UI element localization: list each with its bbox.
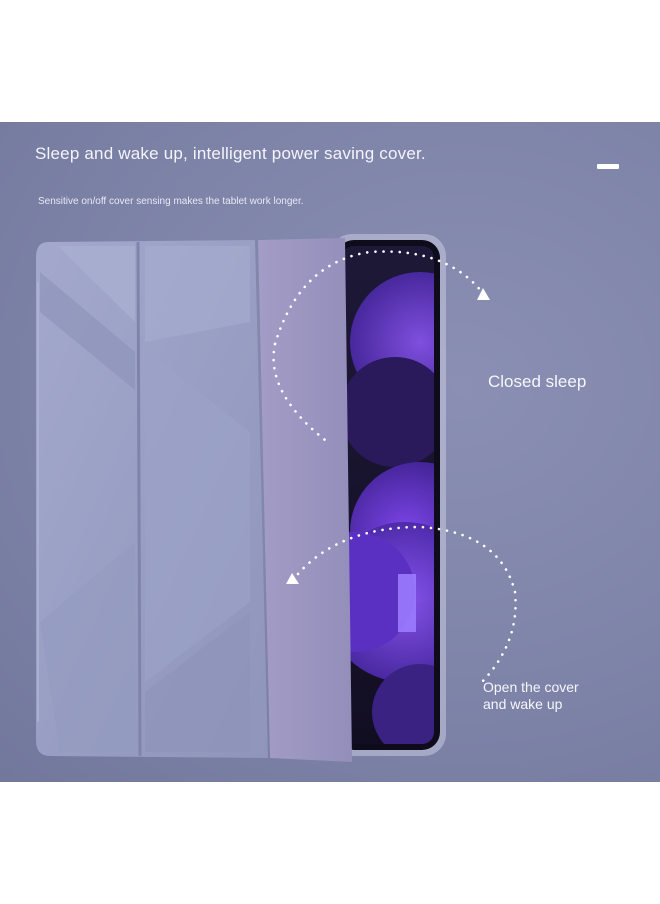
headline: Sleep and wake up, intelligent power sav…	[35, 144, 426, 163]
open-wake-line-2: and wake up	[483, 696, 563, 712]
triangle-up-icon	[477, 288, 490, 300]
dash-icon	[597, 164, 619, 169]
closed-sleep-label: Closed sleep	[488, 372, 587, 391]
open-wake-line-1: Open the cover	[483, 679, 579, 695]
closed-arc-bottom	[272, 342, 327, 442]
tablet-screen	[342, 246, 434, 744]
open-wake-label: Open the cover and wake up	[483, 679, 579, 713]
cover-flap	[258, 238, 352, 762]
subline: Sensitive on/off cover sensing makes the…	[38, 196, 304, 207]
triangle-up-icon	[286, 573, 299, 584]
tablet-case-illustration	[36, 234, 517, 762]
origami-cover	[36, 240, 268, 758]
closed-arc-top	[273, 250, 484, 346]
product-banner: Sleep and wake up, intelligent power sav…	[0, 122, 660, 782]
